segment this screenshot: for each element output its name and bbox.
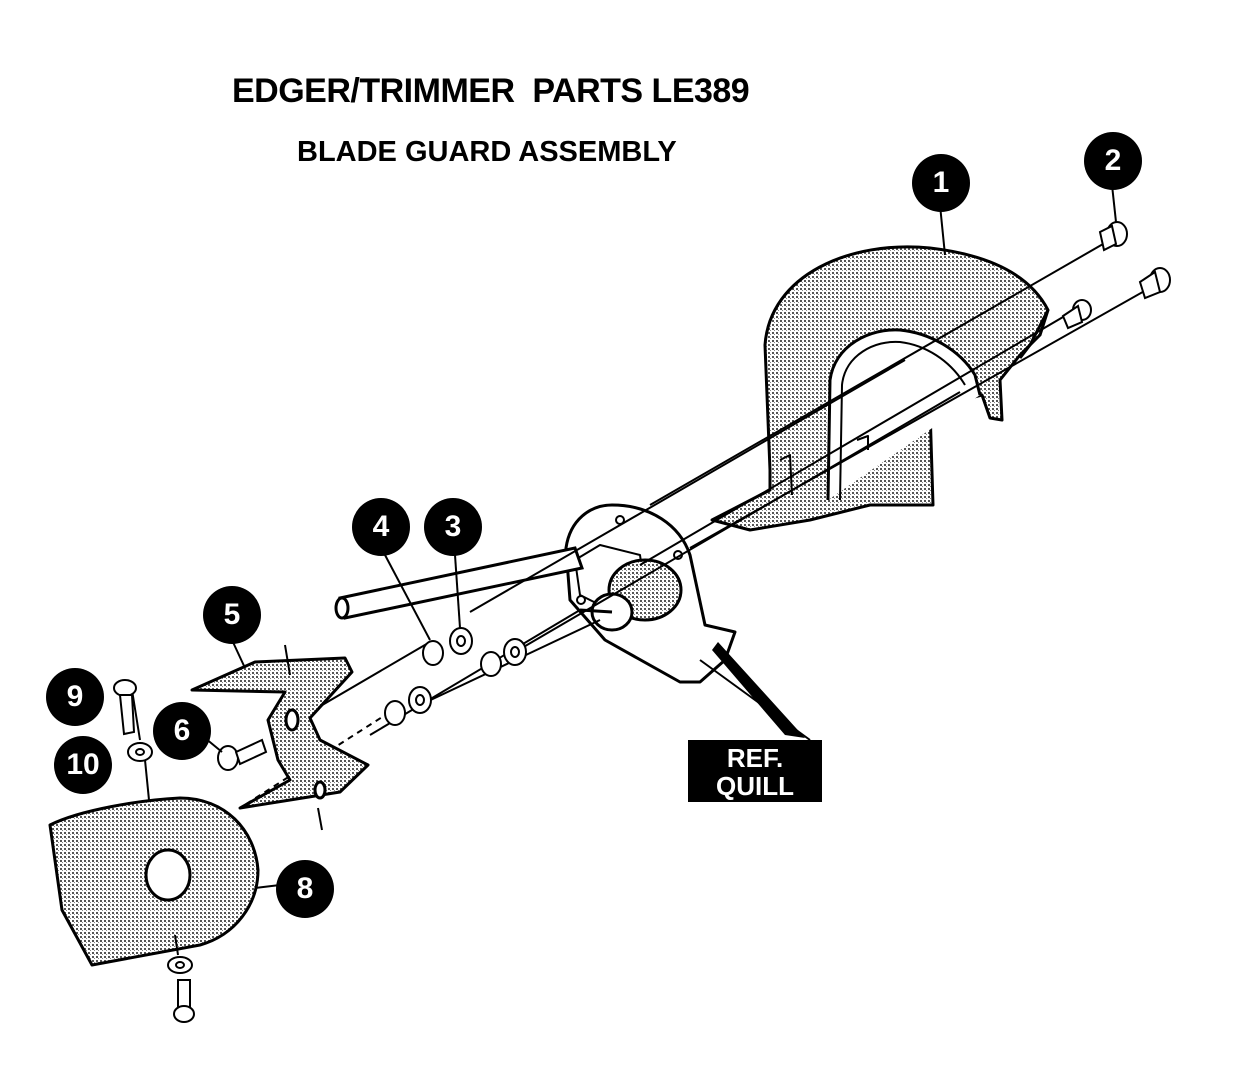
callout-8: 8 xyxy=(276,860,334,918)
screw-mid xyxy=(1061,299,1092,330)
callout-10: 10 xyxy=(54,736,112,794)
guard-bracket xyxy=(190,644,370,831)
mounting-bracket xyxy=(564,503,737,684)
diagram-title: EDGER/TRIMMER PARTS LE389 xyxy=(232,72,750,110)
ref-label-line2: QUILL xyxy=(716,771,794,801)
callout-1: 1 xyxy=(912,154,970,212)
callout-4: 4 xyxy=(352,498,410,556)
callout-3: 3 xyxy=(424,498,482,556)
nuts-washers xyxy=(384,627,527,726)
rod xyxy=(334,546,584,620)
bottom-fastener xyxy=(167,934,195,1023)
washer-10 xyxy=(127,742,153,762)
callout-9: 9 xyxy=(46,668,104,726)
screw-6 xyxy=(217,738,268,771)
diagram-subtitle: BLADE GUARD ASSEMBLY xyxy=(297,136,677,168)
screw-right xyxy=(1138,267,1171,300)
ref-leader xyxy=(712,642,805,738)
callout-2: 2 xyxy=(1084,132,1142,190)
screw-9 xyxy=(113,679,137,736)
guard-cover xyxy=(48,796,260,967)
screws xyxy=(1061,221,1171,330)
callout-6: 6 xyxy=(153,702,211,760)
ref-quill-label: REF. QUILL xyxy=(688,740,822,802)
screw-top xyxy=(1098,221,1128,252)
blade-guard xyxy=(710,245,1050,532)
ref-label-line1: REF. xyxy=(726,743,784,773)
callout-5: 5 xyxy=(203,586,261,644)
